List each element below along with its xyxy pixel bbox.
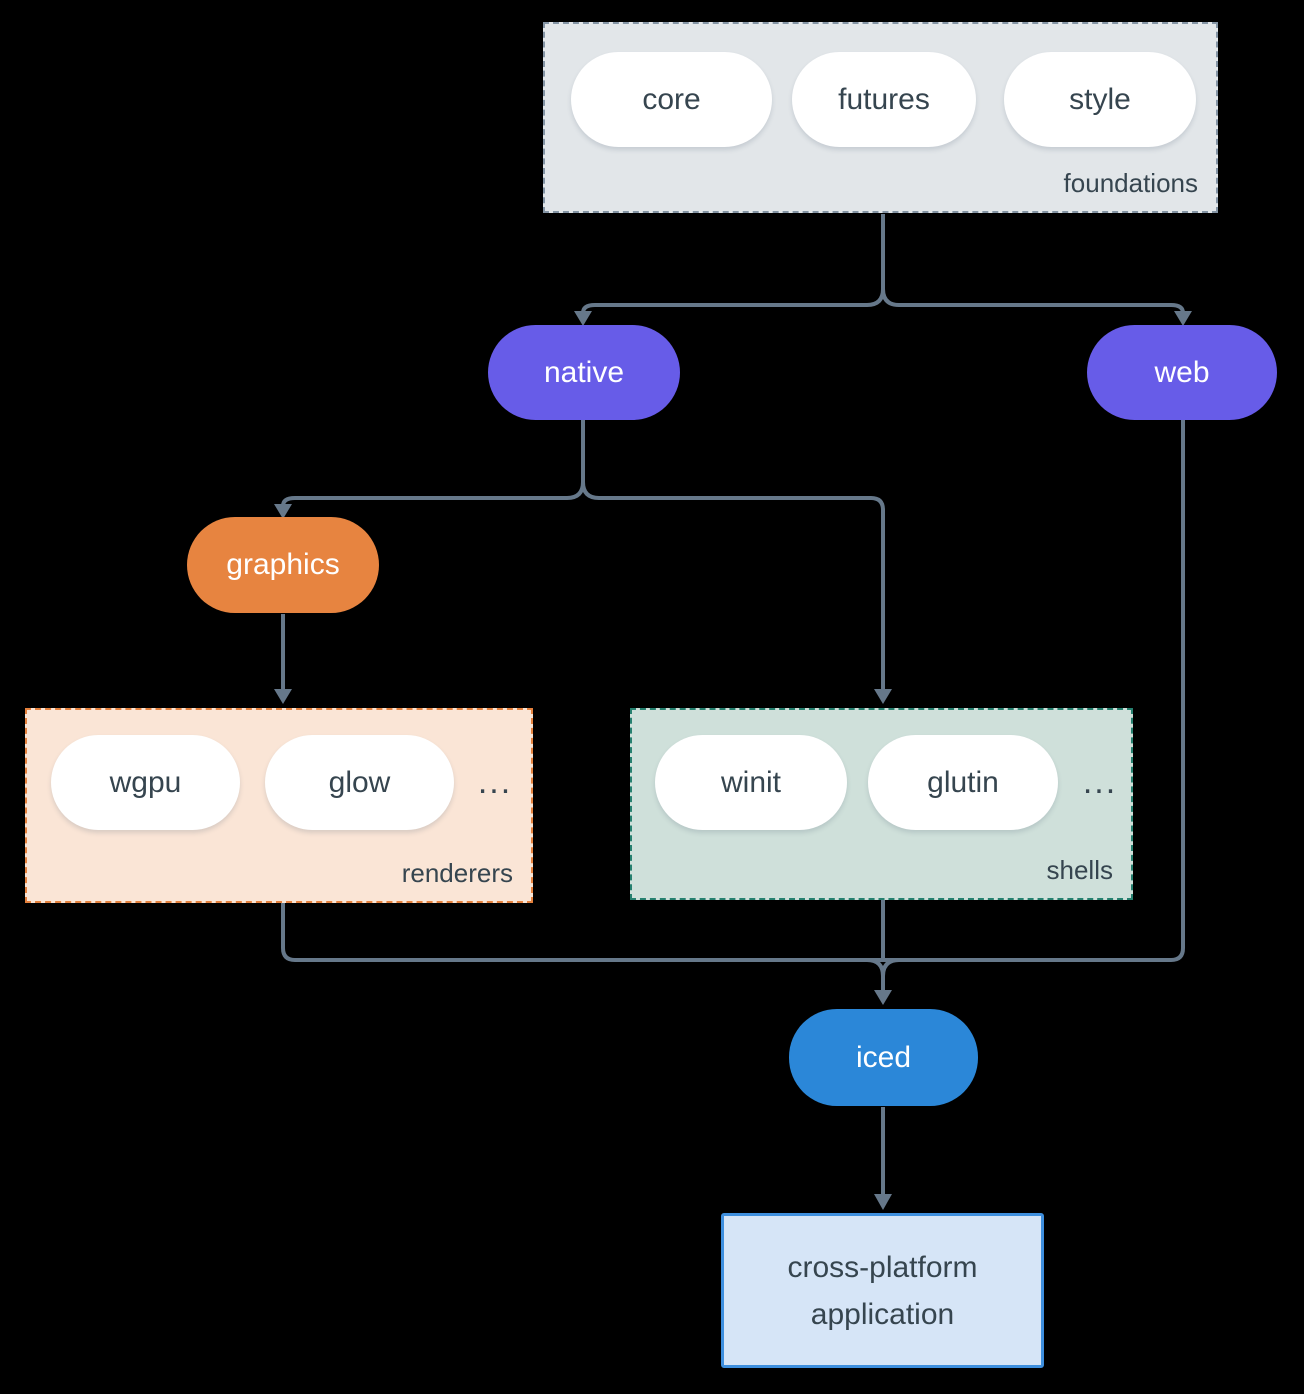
pill-futures-label: futures	[838, 82, 930, 116]
arrow-native-flare-right	[581, 481, 600, 500]
pill-glow-label: glow	[328, 765, 391, 799]
arrowhead-renderers	[274, 689, 292, 704]
pill-wgpu: wgpu	[51, 735, 240, 830]
pill-winit: winit	[655, 735, 847, 830]
pill-winit-label: winit	[720, 765, 781, 799]
pill-style: style	[1004, 52, 1196, 147]
arrowhead-graphics	[274, 504, 292, 519]
renderers-group-label: renderers	[401, 858, 513, 888]
arrow-foundations-flare-right	[881, 288, 900, 307]
arrow-to-web	[899, 303, 1185, 314]
arrow-to-shells	[599, 496, 885, 690]
arrow-merge-flare-left	[866, 958, 885, 977]
pill-futures: futures	[792, 52, 976, 147]
arrowhead-iced	[874, 990, 892, 1005]
node-web-label: web	[1154, 355, 1210, 389]
shells-ellipsis: ...	[1082, 763, 1118, 801]
foundations-group-label: foundations	[1063, 168, 1198, 198]
node-iced-label: iced	[855, 1040, 912, 1074]
node-graphics-label: graphics	[226, 548, 340, 581]
node-iced: iced	[789, 1009, 978, 1106]
arrowhead-application	[874, 1194, 892, 1210]
pill-glow: glow	[265, 735, 454, 830]
pill-glutin-label: glutin	[927, 765, 999, 799]
node-application: cross-platform application	[721, 1213, 1044, 1368]
pill-core-label: core	[642, 82, 701, 116]
node-graphics: graphics	[187, 517, 379, 613]
foundations-group-box: core futures style foundations	[543, 22, 1218, 213]
line-renderers-down	[281, 903, 296, 962]
node-web: web	[1087, 325, 1277, 420]
pill-wgpu-label: wgpu	[109, 765, 182, 799]
arrow-native-flare-left	[566, 481, 585, 500]
arrowhead-shells	[874, 689, 892, 704]
pill-style-label: style	[1069, 82, 1131, 116]
renderers-ellipsis: ...	[477, 763, 513, 801]
line-web-down	[1170, 420, 1185, 962]
arrow-merge-flare-right	[881, 958, 900, 977]
pill-glutin: glutin	[868, 735, 1058, 830]
renderers-group-box: wgpu glow ... renderers	[25, 708, 533, 903]
node-application-label: cross-platform application	[787, 1250, 978, 1331]
pill-core: core	[571, 52, 772, 147]
arrowhead-native	[574, 311, 592, 326]
arrow-foundations-flare-left	[866, 288, 885, 307]
node-native-label: native	[543, 355, 625, 389]
arrow-to-graphics	[281, 496, 567, 507]
arrow-to-native	[581, 303, 867, 314]
shells-group-label: shells	[1046, 855, 1113, 885]
shells-group-box: winit glutin ... shells	[630, 708, 1133, 900]
arrowhead-web	[1174, 311, 1192, 326]
node-native: native	[488, 325, 680, 420]
